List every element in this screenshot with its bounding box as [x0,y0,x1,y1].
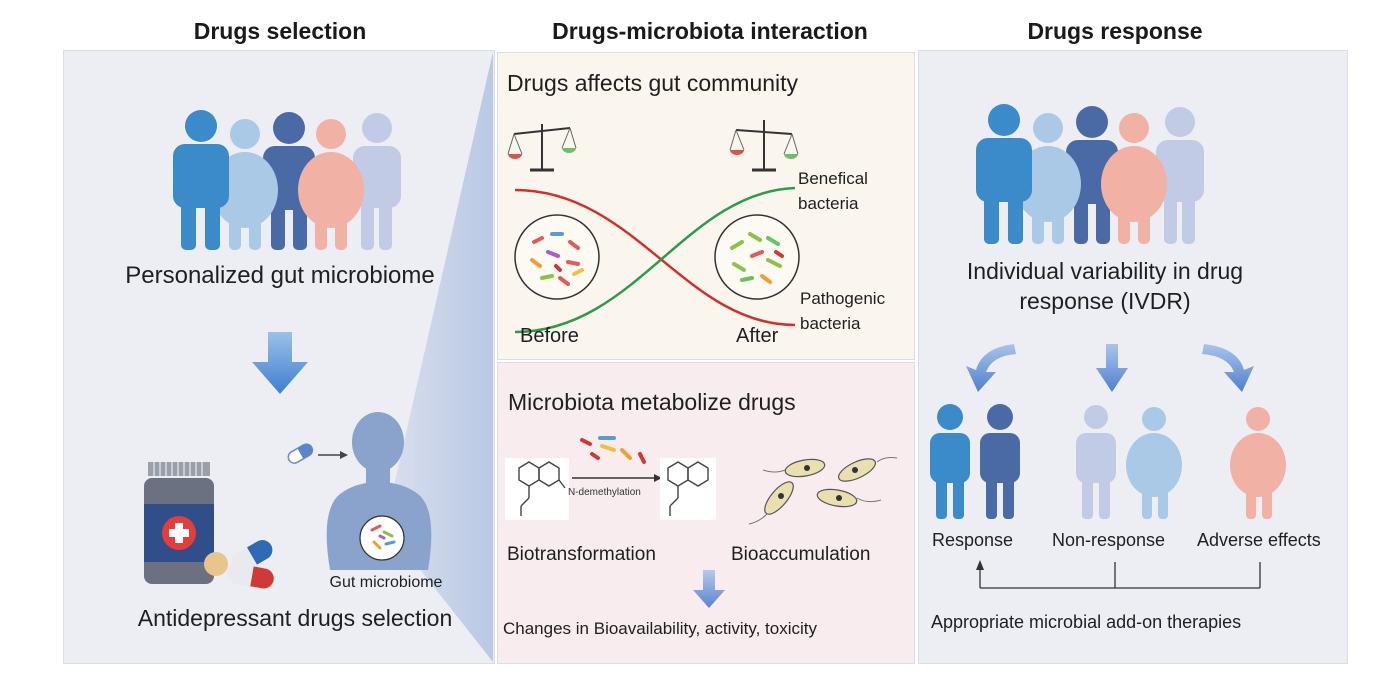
after-label: After [736,325,779,347]
ivdr-label: Individual variability in drug response … [966,258,1244,314]
panel-drugs-affects-community [497,52,915,360]
antidepressant-drugs-selection-label: Antidepressant drugs selection [137,605,453,631]
down-arrow-icon [252,332,308,394]
reaction-arrow-icon [572,436,662,482]
responders-icon [930,404,1020,519]
n-demethylation-label: N-demethylation [568,487,641,498]
microbial-add-on-therapies-label: Appropriate microbial add-on therapies [931,612,1242,632]
petri-dish-after-icon [714,214,800,300]
changes-bioavailability-label: Changes in Bioavailability, activity, to… [503,619,818,638]
human-body-icon [326,412,432,570]
header-drugs-selection: Drugs selection [193,18,367,44]
feedback-connector [976,560,1261,589]
branch-arrows-icon [966,344,1254,392]
people-group-icon [173,110,401,250]
beneficial-bacteria-label: Benefical bacteria [798,169,868,213]
people-group-ivdr-icon [976,104,1204,244]
down-arrow-small-icon [693,570,725,608]
drug-molecule-icon [505,458,569,520]
balance-scale-before-icon [507,124,577,172]
petri-dish-before-icon [514,214,600,300]
metabolite-molecule-icon [660,458,716,520]
bacteria-balance-curves [514,186,796,334]
balance-scale-after-icon [729,120,799,172]
personalized-gut-microbiome-label: Personalized gut microbiome [125,262,435,289]
before-label: Before [520,325,579,347]
adverse-effects-label: Adverse effects [1197,530,1321,550]
pathogenic-bacteria-label: Pathogenic bacteria [800,289,886,333]
medicine-bottle-icon [144,462,274,589]
drugs-affects-gut-community-title: Drugs affects gut community [507,70,799,96]
non-response-label: Non-response [1052,530,1166,550]
non-responders-icon [1076,405,1182,519]
pathogenic-curve [514,188,796,327]
microbiota-metabolize-drugs-title: Microbiota metabolize drugs [508,389,796,415]
bioaccumulation-label: Bioaccumulation [731,544,871,565]
gut-microbiome-label: Gut microbiome [329,574,443,591]
biotransformation-label: Biotransformation [507,544,656,565]
header-drugs-response: Drugs response [1027,18,1203,44]
bacteria-accumulation-icon [748,457,898,525]
header-drugs-microbiota-interaction: Drugs-microbiota interaction [552,18,868,44]
capsule-icon [287,443,348,464]
beneficial-curve [514,186,796,334]
adverse-effects-person-icon [1230,407,1286,519]
response-label: Response [932,530,1014,550]
